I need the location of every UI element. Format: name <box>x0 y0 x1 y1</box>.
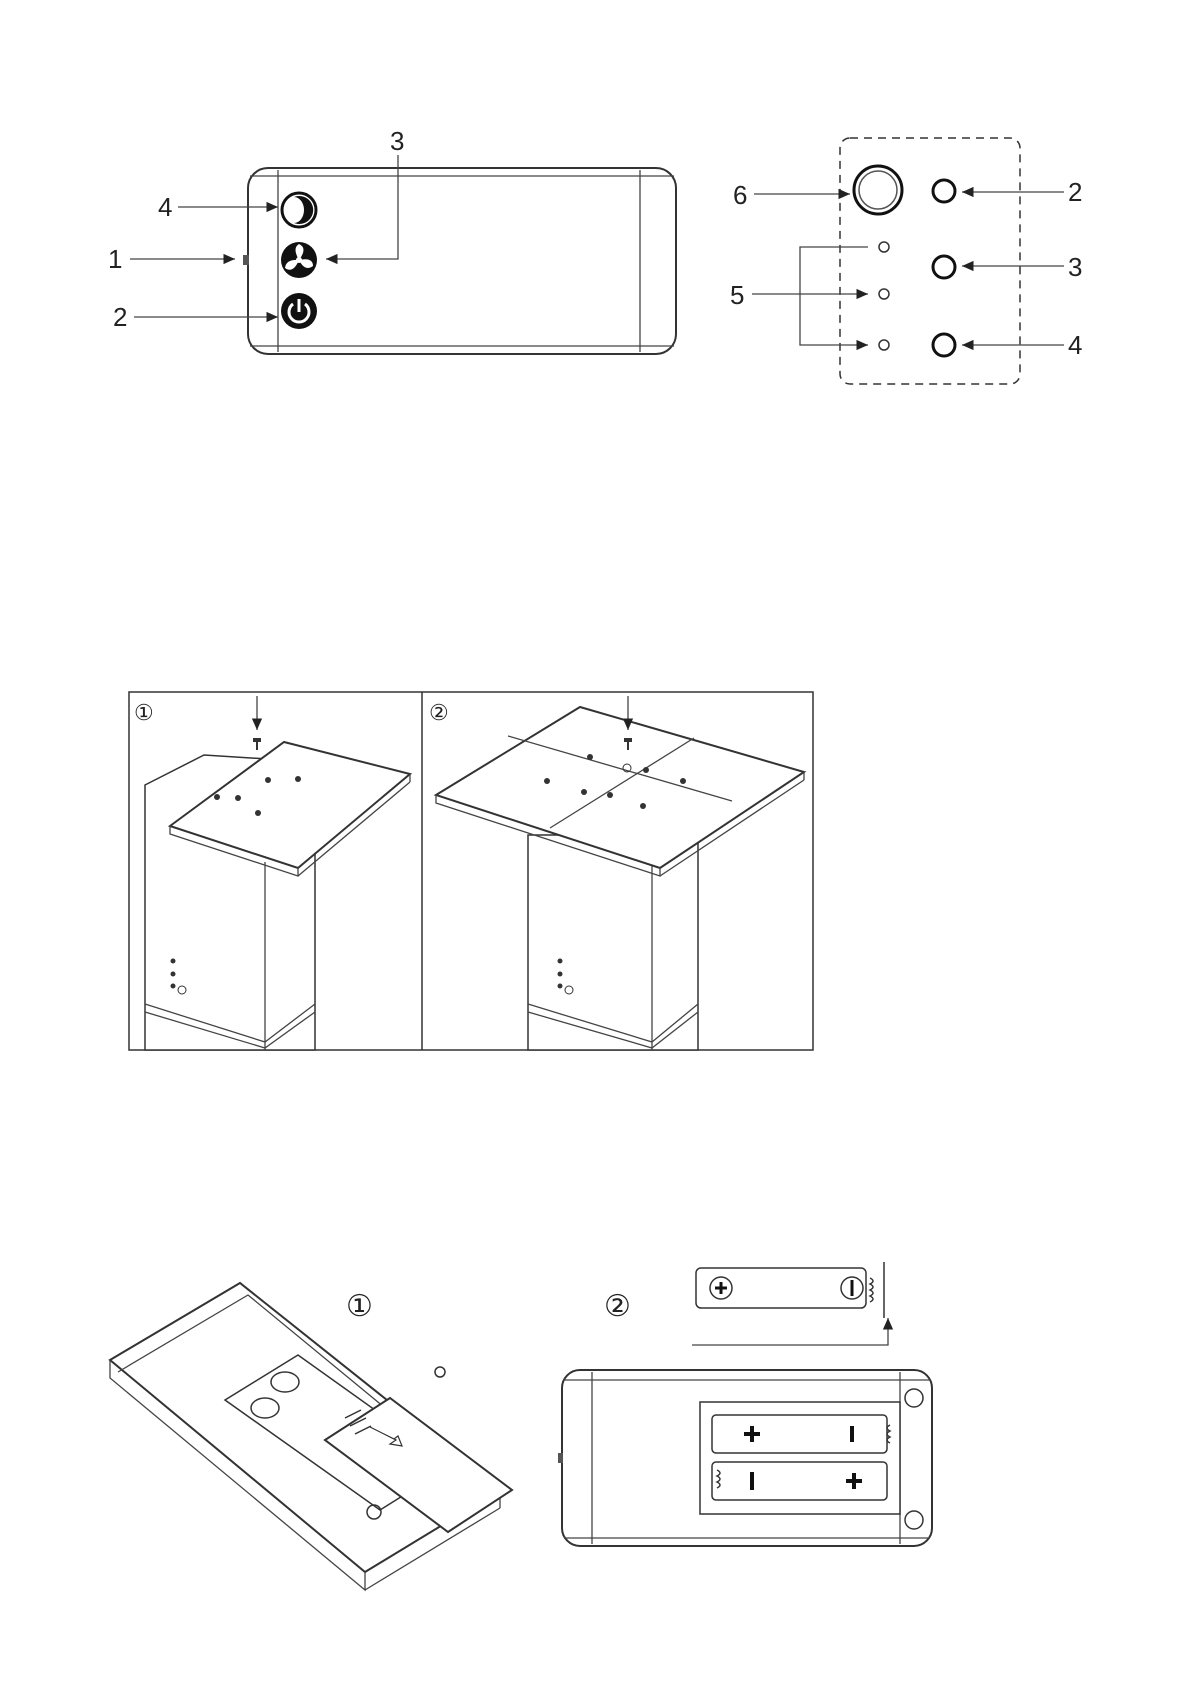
panel-label-6: 6 <box>733 180 747 210</box>
moon-button[interactable] <box>282 193 316 227</box>
assembly-step-1: ① <box>134 700 154 725</box>
battery-figure: ① ② <box>110 1262 932 1590</box>
battery-step-1: ① <box>346 1290 373 1323</box>
battery-diagram <box>692 1262 888 1345</box>
remote-back-isometric <box>110 1283 512 1590</box>
remote-label-3: 3 <box>390 126 404 156</box>
remote-label-4: 4 <box>158 192 172 222</box>
battery-step-2: ② <box>604 1290 631 1323</box>
panel-label-3: 3 <box>1068 252 1082 282</box>
remote-label-2: 2 <box>113 302 127 332</box>
remote-label-1: 1 <box>108 244 122 274</box>
tower-step-1 <box>145 696 410 1050</box>
assembly-step-2: ② <box>429 700 449 725</box>
fan-button[interactable] <box>281 242 317 278</box>
assembly-figure: ① ② <box>129 692 813 1050</box>
control-panel-view: 6 2 3 4 5 <box>730 138 1082 384</box>
panel-label-2: 2 <box>1068 177 1082 207</box>
power-button[interactable] <box>281 293 317 329</box>
panel-label-5: 5 <box>730 280 744 310</box>
panel-label-4: 4 <box>1068 330 1082 360</box>
remote-back-open <box>558 1370 932 1546</box>
remote-front-view: 4 1 2 3 <box>108 126 676 354</box>
tower-step-2 <box>436 696 804 1050</box>
